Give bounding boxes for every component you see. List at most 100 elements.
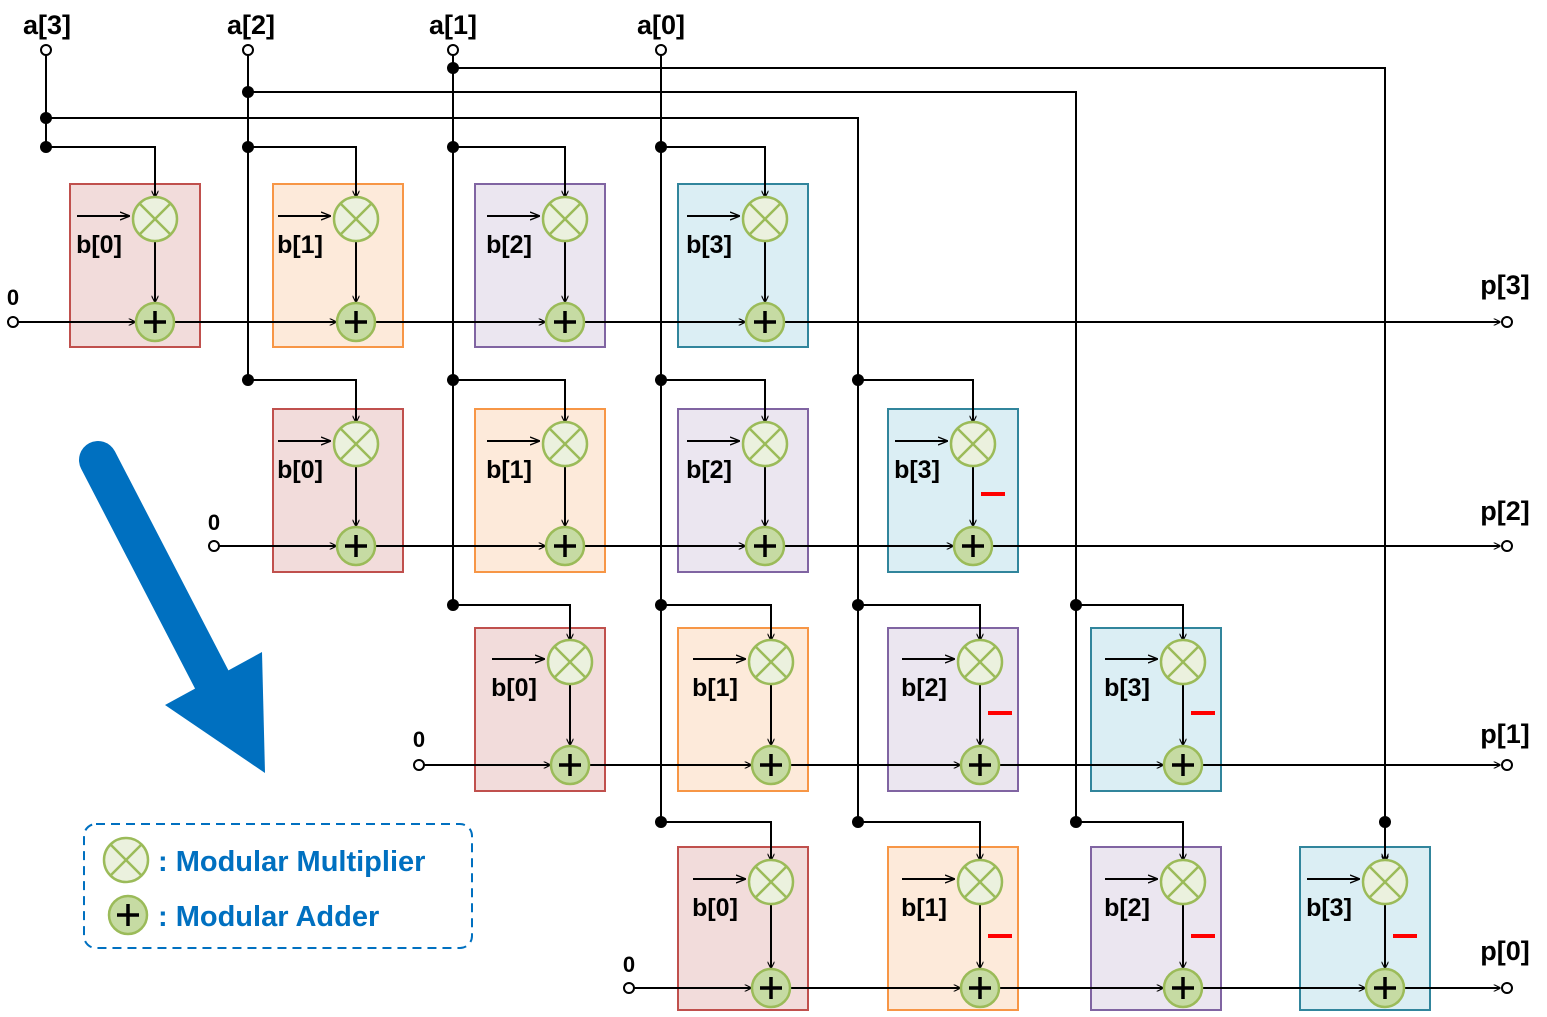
b-operand-label: b[1]	[692, 674, 738, 702]
operand-tap-wire	[1076, 821, 1183, 860]
modular-multiplier-icon	[1361, 858, 1409, 906]
modular-adder-icon	[134, 301, 176, 343]
modular-adder-icon	[750, 744, 792, 786]
port-terminal	[242, 44, 254, 56]
flow-arrow-icon	[79, 441, 265, 773]
port-terminal	[1501, 982, 1513, 994]
output-label-p0: p[0]	[1480, 936, 1530, 966]
operand-tap-wire	[661, 604, 771, 640]
junction-dot	[655, 374, 667, 386]
modular-adder-icon	[1162, 967, 1204, 1009]
modular-multiplier-icon	[541, 420, 589, 468]
b-operand-label: b[3]	[894, 456, 940, 484]
modular-adder-icon	[750, 967, 792, 1009]
modular-multiplier-icon	[332, 195, 380, 243]
operand-tap-wire	[453, 604, 570, 640]
operand-tap-wire	[858, 604, 980, 640]
port-terminal	[1501, 759, 1513, 771]
operand-tap-wire	[453, 146, 565, 197]
b-operand-label: b[0]	[277, 456, 323, 484]
modular-multiplier-icon	[747, 638, 795, 686]
modular-adder-icon	[952, 525, 994, 567]
junction-dot	[447, 599, 459, 611]
port-terminal	[208, 540, 220, 552]
zero-input-label: 0	[413, 727, 425, 752]
pe-cell-box	[677, 408, 809, 573]
b-operand-label: b[3]	[1306, 894, 1352, 922]
modular-multiplier-icon	[956, 638, 1004, 686]
port-terminal	[623, 982, 635, 994]
junction-dot	[447, 62, 459, 74]
modular-multiplier-icon	[541, 195, 589, 243]
modular-multiplier-icon	[741, 420, 789, 468]
b-operand-label: b[1]	[901, 894, 947, 922]
port-terminal	[40, 44, 52, 56]
operand-tap-wire	[248, 379, 356, 422]
junction-dot	[655, 141, 667, 153]
modular-adder-icon	[959, 967, 1001, 1009]
modular-multiplier-icon	[102, 836, 150, 884]
junction-dot	[852, 599, 864, 611]
junction-dot	[655, 816, 667, 828]
a2-wrap-bus	[248, 91, 1077, 822]
operand-tap-wire	[858, 821, 980, 860]
junction-dot	[1379, 816, 1391, 828]
b-operand-label: b[3]	[1104, 674, 1150, 702]
input-label-a3: a[3]	[23, 10, 71, 40]
operator-layer: b[0] b[1] b[2] b[3] b[0] b[1] b[2] b[3] b[0] b[1]…	[76, 195, 1417, 1009]
zero-input-label: 0	[623, 952, 635, 977]
input-label-a2: a[2]	[227, 10, 275, 40]
junction-dot	[447, 141, 459, 153]
port-terminal	[447, 44, 459, 56]
junction-dot	[447, 374, 459, 386]
operand-tap-wire	[1076, 604, 1183, 640]
b-operand-label: b[0]	[491, 674, 537, 702]
junction-dot	[40, 141, 52, 153]
legend: : Modular Multiplier : Modular Adder	[83, 823, 473, 949]
b-operand-label: b[2]	[1104, 894, 1150, 922]
b-operand-label: b[0]	[692, 894, 738, 922]
operand-tap-wire	[453, 379, 565, 422]
junction-dot	[242, 86, 254, 98]
modular-adder-icon	[744, 525, 786, 567]
modular-adder-icon	[744, 301, 786, 343]
input-label-a0: a[0]	[637, 10, 685, 40]
output-label-p3: p[3]	[1480, 270, 1530, 300]
modular-multiplier-icon	[332, 420, 380, 468]
junction-dot	[852, 816, 864, 828]
b-operand-label: b[3]	[686, 231, 732, 259]
modular-multiplier-icon	[546, 638, 594, 686]
modular-multiplier-icon	[747, 858, 795, 906]
modular-adder-icon	[335, 301, 377, 343]
zero-input-label: 0	[7, 285, 19, 310]
port-terminal	[1501, 540, 1513, 552]
operand-tap-wire	[661, 146, 765, 197]
wire-layer	[7, 44, 1513, 994]
modular-multiplier-icon	[956, 858, 1004, 906]
modular-multiplier-icon	[1159, 638, 1207, 686]
a3-wrap-bus	[46, 117, 859, 822]
modular-multiplier-icon	[1159, 858, 1207, 906]
modular-adder-icon	[1162, 744, 1204, 786]
input-label-a1: a[1]	[429, 10, 477, 40]
modular-multiplier-icon	[131, 195, 179, 243]
modular-adder-icon	[107, 894, 149, 936]
modular-multiplier-icon	[741, 195, 789, 243]
a1-wrap-bus	[453, 67, 1385, 862]
modular-adder-icon	[544, 525, 586, 567]
modular-adder-icon	[1364, 967, 1406, 1009]
junction-dot	[655, 599, 667, 611]
junction-dot	[242, 374, 254, 386]
output-label-p1: p[1]	[1480, 719, 1530, 749]
output-label-p2: p[2]	[1480, 496, 1530, 526]
junction-dot	[1070, 816, 1082, 828]
b-operand-label: b[2]	[486, 231, 532, 259]
zero-input-label: 0	[208, 510, 220, 535]
junction-dot	[1070, 599, 1082, 611]
legend-adder-label: : Modular Adder	[158, 901, 379, 933]
operand-tap-wire	[248, 146, 356, 197]
modular-adder-icon	[549, 744, 591, 786]
b-operand-label: b[2]	[686, 456, 732, 484]
b-operand-label: b[1]	[277, 231, 323, 259]
